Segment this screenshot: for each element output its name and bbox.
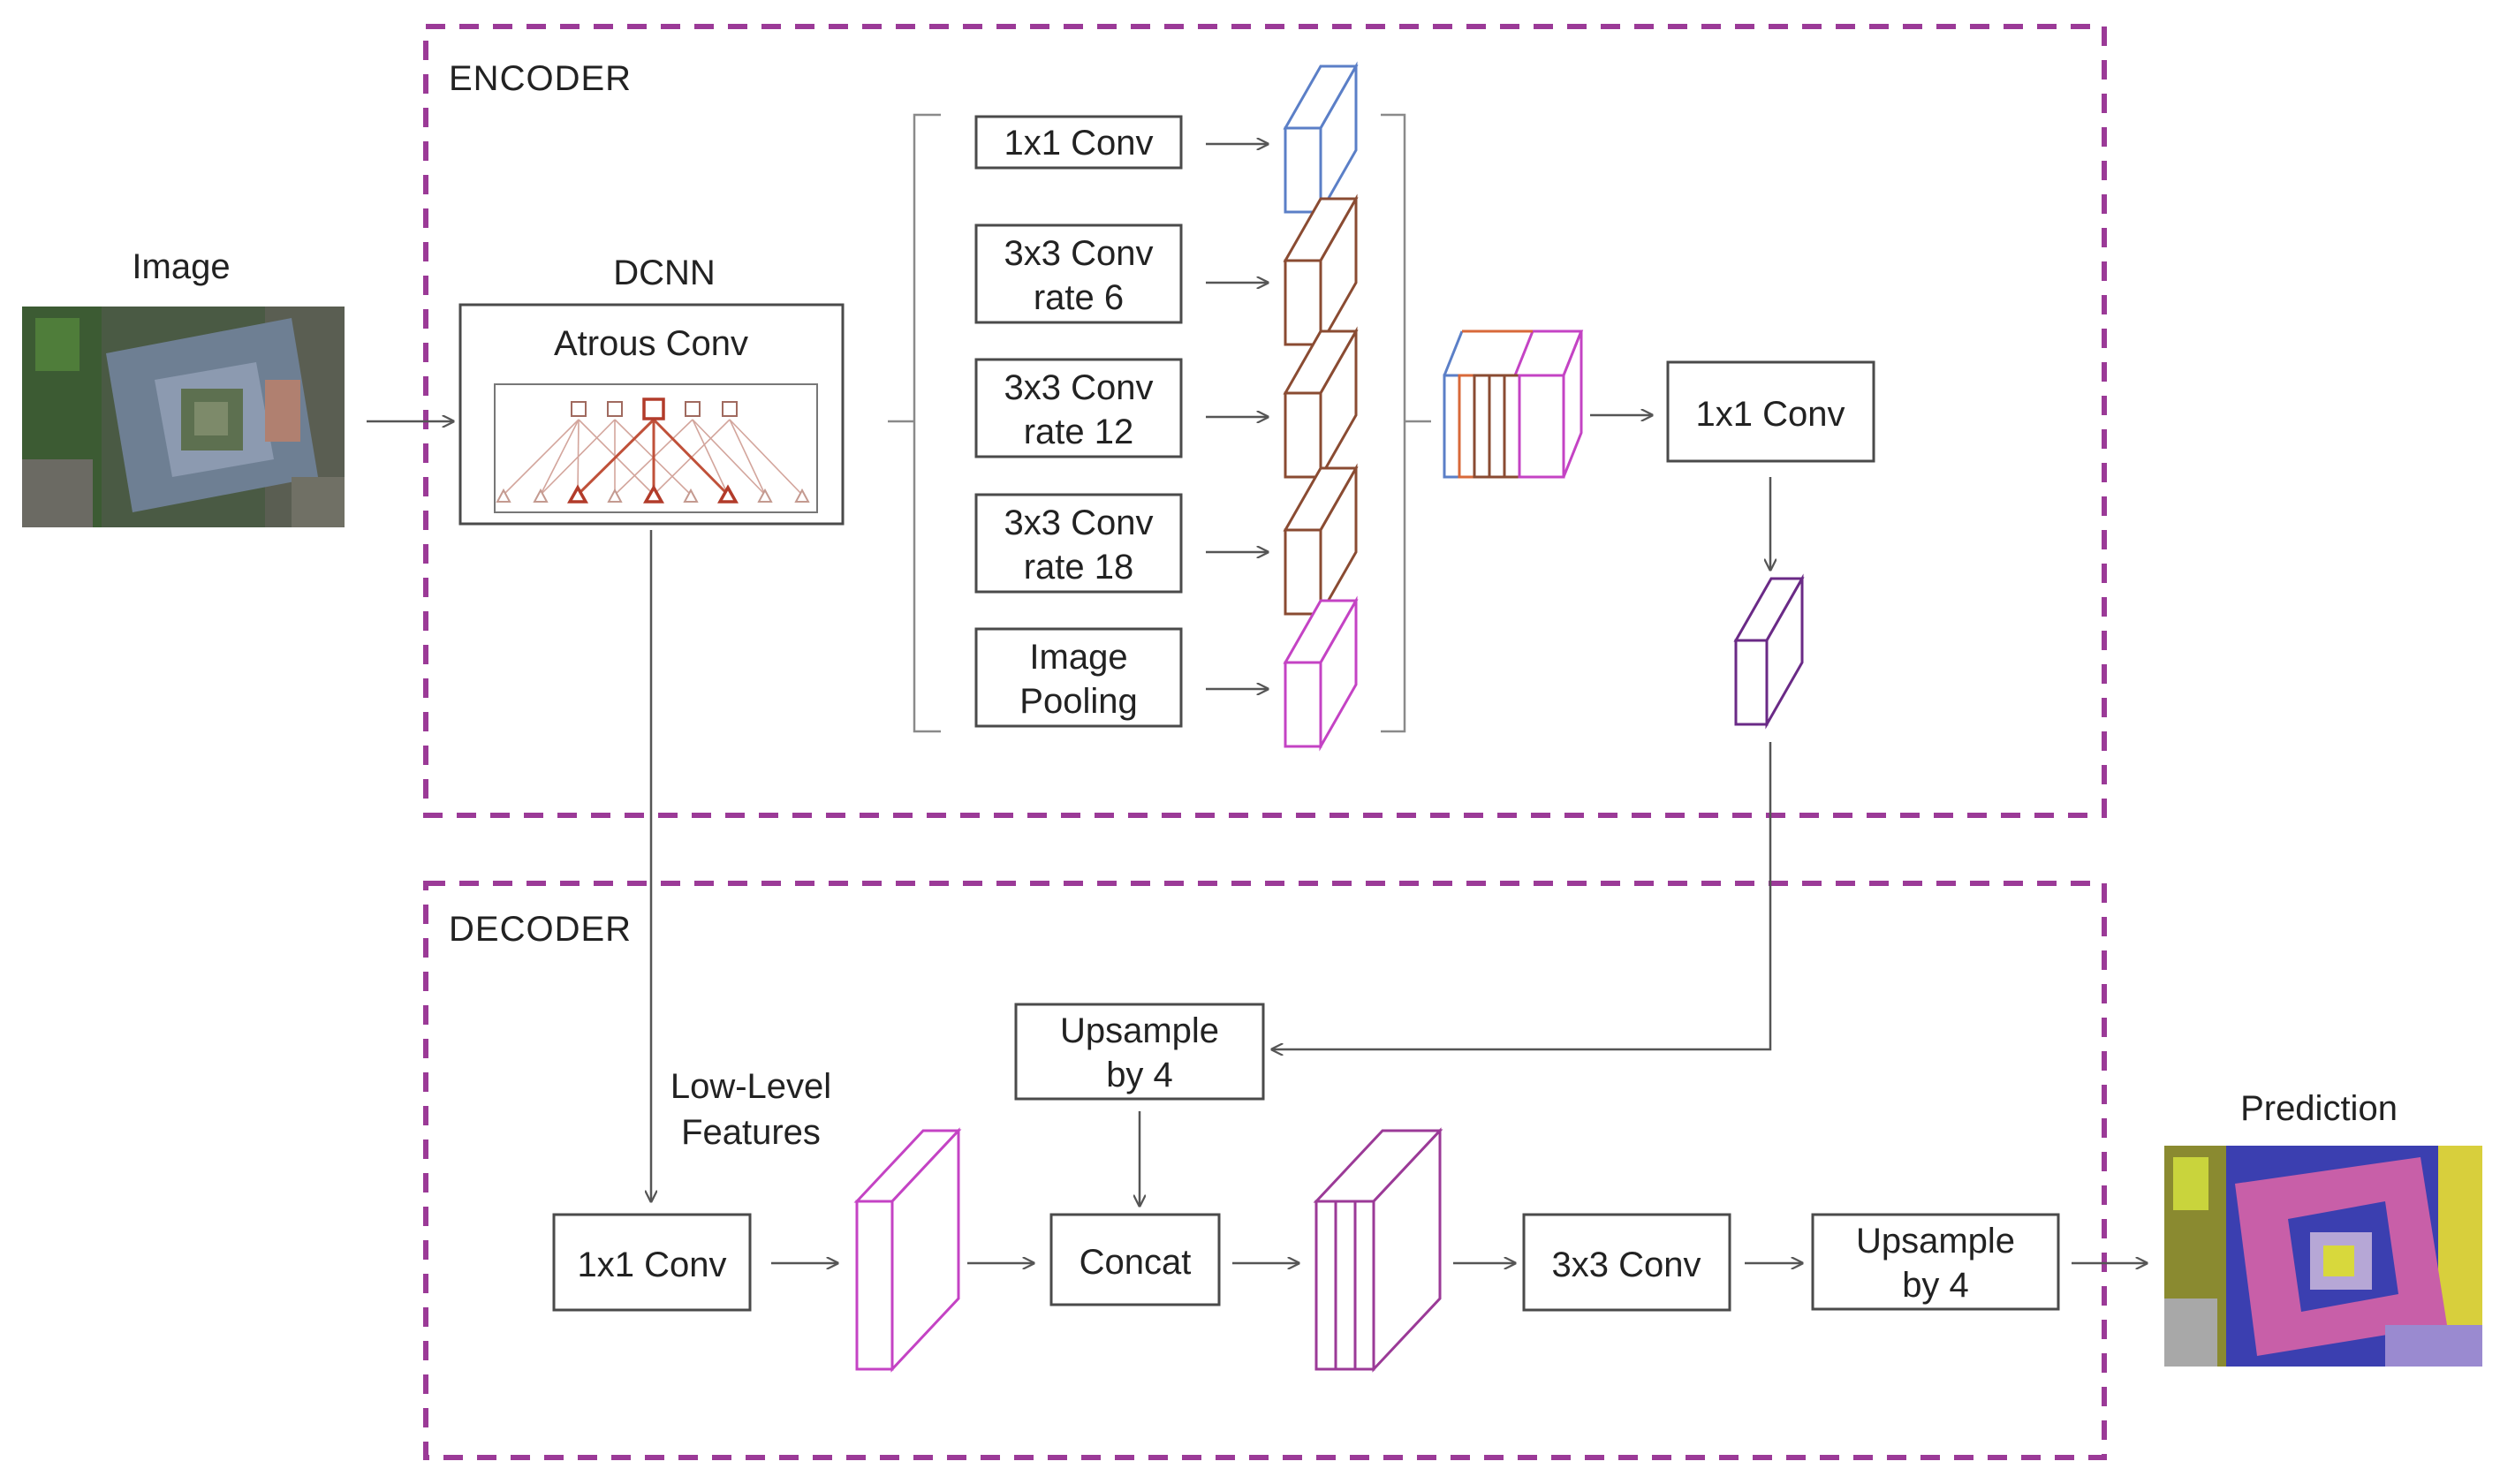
- feature-map-image-pooling: [1283, 595, 1359, 752]
- svg-text:Upsample: Upsample: [1060, 1011, 1219, 1050]
- encoder-output-conv: 1x1 Conv: [1666, 360, 1875, 463]
- svg-text:Pooling: Pooling: [1019, 682, 1137, 721]
- input-image: [22, 307, 345, 527]
- low-level-features-line1: Low-Level: [670, 1067, 831, 1106]
- decoder-conv-3x3: 3x3 Conv: [1522, 1213, 1731, 1312]
- svg-text:by 4: by 4: [1902, 1266, 1969, 1305]
- aspp-left-bracket: [913, 113, 941, 733]
- svg-text:Concat: Concat: [1080, 1243, 1192, 1282]
- decoder-upsample-2: Upsample by 4: [1811, 1213, 2060, 1311]
- aspp-branch-rate12: 3x3 Conv rate 12: [974, 358, 1183, 458]
- aspp-concat-feature-map: [1443, 329, 1584, 479]
- encoder-output-feature-map: [1733, 573, 1805, 730]
- dcnn-label: DCNN: [613, 254, 716, 292]
- decoder-concat-feature-map: [1313, 1127, 1443, 1373]
- aspp-branch-rate18: 3x3 Conv rate 18: [974, 493, 1183, 594]
- decoder-title: DECODER: [449, 910, 632, 949]
- encoder-title: ENCODER: [449, 59, 632, 98]
- svg-text:Upsample: Upsample: [1856, 1222, 2015, 1261]
- prediction-label: Prediction: [2240, 1089, 2398, 1128]
- decoder-upsample-1: Upsample by 4: [1014, 1003, 1265, 1101]
- decoder-frame: [423, 881, 2107, 1460]
- svg-text:3x3 Conv: 3x3 Conv: [1004, 504, 1154, 542]
- svg-text:by 4: by 4: [1106, 1056, 1173, 1094]
- atrous-kernel-graphic: [496, 398, 810, 504]
- decoder-concat: Concat: [1049, 1213, 1221, 1306]
- svg-text:1x1 Conv: 1x1 Conv: [578, 1246, 727, 1284]
- svg-text:1x1 Conv: 1x1 Conv: [1004, 124, 1154, 163]
- svg-text:3x3 Conv: 3x3 Conv: [1004, 234, 1154, 273]
- feature-map-rate6: [1283, 193, 1359, 350]
- svg-text:rate 12: rate 12: [1024, 413, 1134, 451]
- aspp-right-bracket: [1381, 113, 1406, 733]
- arrow-encoder-to-upsample: [1272, 742, 1772, 1049]
- feature-map-1x1: [1283, 61, 1359, 217]
- svg-text:3x3 Conv: 3x3 Conv: [1552, 1246, 1701, 1284]
- svg-text:Image: Image: [1029, 638, 1127, 677]
- svg-text:rate 6: rate 6: [1034, 278, 1124, 317]
- aspp-branch-rate6: 3x3 Conv rate 6: [974, 223, 1183, 324]
- aspp-branch-image-pooling: Image Pooling: [974, 627, 1183, 728]
- svg-text:rate 18: rate 18: [1024, 548, 1134, 587]
- feature-map-rate18: [1283, 463, 1359, 619]
- aspp-branch-1x1: 1x1 Conv: [974, 115, 1183, 170]
- decoder-conv-1x1: 1x1 Conv: [552, 1213, 752, 1312]
- low-level-features-line2: Features: [681, 1113, 821, 1152]
- feature-map-rate12: [1283, 326, 1359, 482]
- input-image-label: Image: [132, 247, 230, 286]
- low-level-feature-map: [853, 1127, 962, 1373]
- prediction-image: [2164, 1146, 2482, 1367]
- svg-text:3x3 Conv: 3x3 Conv: [1004, 368, 1154, 407]
- atrous-conv-label: Atrous Conv: [554, 324, 748, 363]
- svg-text:1x1 Conv: 1x1 Conv: [1696, 395, 1845, 434]
